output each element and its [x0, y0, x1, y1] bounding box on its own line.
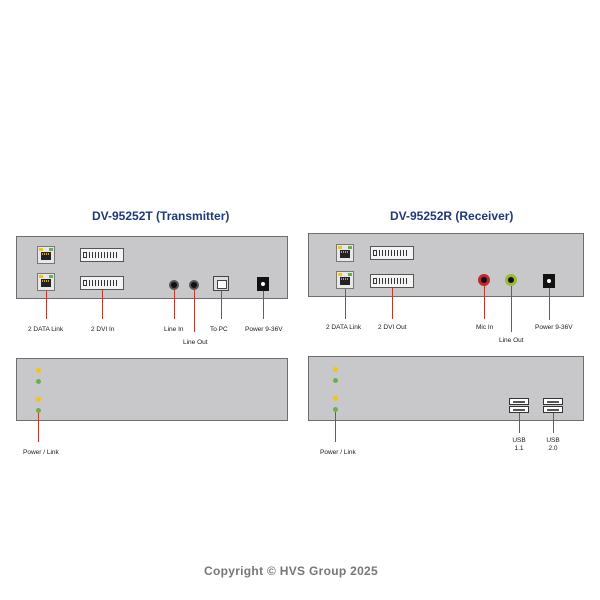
led-yellow-icon: [333, 396, 338, 401]
label-usb-1-1: USB 1.1: [505, 437, 533, 453]
leader-line: [484, 286, 485, 319]
receiver-rear-panel: [308, 233, 584, 297]
mic-in-jack-icon: [478, 274, 490, 286]
label-usb-2-0-line1: USB: [546, 437, 560, 444]
usb-a-port-icon: [509, 406, 529, 413]
dvi-port-icon: [370, 246, 414, 260]
label-usb-2-0: USB 2.0: [539, 437, 567, 453]
rj45-port-icon: [336, 271, 354, 289]
leader-line: [38, 413, 39, 442]
label-line-out: Line Out: [183, 339, 208, 346]
label-data-link: 2 DATA Link: [326, 324, 362, 331]
leader-line: [46, 291, 47, 319]
usb-a-port-icon: [509, 398, 529, 405]
label-power: Power 9-36V: [245, 326, 283, 333]
led-yellow-icon: [333, 367, 338, 372]
transmitter-title: DV-95252T (Transmitter): [92, 209, 230, 223]
label-usb-1-1-line1: USB: [512, 437, 526, 444]
leader-line: [519, 413, 520, 433]
leader-line: [174, 290, 175, 319]
label-usb-1-1-line2: 1.1: [514, 445, 524, 452]
label-to-pc: To PC: [210, 326, 228, 333]
led-green-icon: [333, 407, 338, 412]
transmitter-rear-panel: [16, 236, 288, 299]
rj45-port-icon: [37, 246, 55, 264]
leader-line: [392, 288, 393, 319]
led-yellow-icon: [36, 397, 41, 402]
label-line-in: Line In: [164, 326, 184, 333]
rj45-port-icon: [336, 244, 354, 262]
label-line-out: Line Out: [499, 337, 524, 344]
power-jack-icon: [543, 274, 555, 288]
power-jack-icon: [257, 277, 269, 291]
label-dvi-out: 2 DVI Out: [378, 324, 407, 331]
receiver-title: DV-95252R (Receiver): [390, 209, 514, 223]
led-green-icon: [36, 408, 41, 413]
receiver-front-panel: [308, 356, 584, 421]
led-green-icon: [36, 379, 41, 384]
line-in-jack-icon: [169, 280, 179, 290]
dvi-port-icon: [80, 276, 124, 290]
label-power: Power 9-36V: [535, 324, 573, 331]
leader-line: [263, 291, 264, 319]
usb-a-port-icon: [543, 406, 563, 413]
line-out-jack-icon: [189, 280, 199, 290]
label-power-link: Power / Link: [320, 449, 356, 456]
line-out-jack-icon: [505, 274, 517, 286]
label-usb-2-0-line2: 2.0: [548, 445, 558, 452]
label-data-link: 2 DATA Link: [28, 326, 64, 333]
label-dvi-in: 2 DVI In: [91, 326, 115, 333]
leader-line: [511, 286, 512, 332]
leader-line: [335, 412, 336, 442]
usb-a-port-icon: [543, 398, 563, 405]
leader-line: [345, 289, 346, 319]
label-mic-in: Mic In: [476, 324, 494, 331]
leader-line: [549, 288, 550, 320]
transmitter-front-panel: [16, 358, 288, 421]
copyright-text: Copyright © HVS Group 2025: [204, 564, 379, 578]
leader-line: [194, 290, 195, 332]
led-green-icon: [333, 378, 338, 383]
dvi-port-icon: [370, 274, 414, 288]
leader-line: [553, 413, 554, 433]
leader-line: [221, 291, 222, 319]
leader-line: [102, 290, 103, 319]
label-power-link: Power / Link: [23, 449, 59, 456]
led-yellow-icon: [36, 368, 41, 373]
usb-b-port-icon: [213, 276, 229, 291]
dvi-port-icon: [80, 248, 124, 262]
rj45-port-icon: [37, 273, 55, 291]
